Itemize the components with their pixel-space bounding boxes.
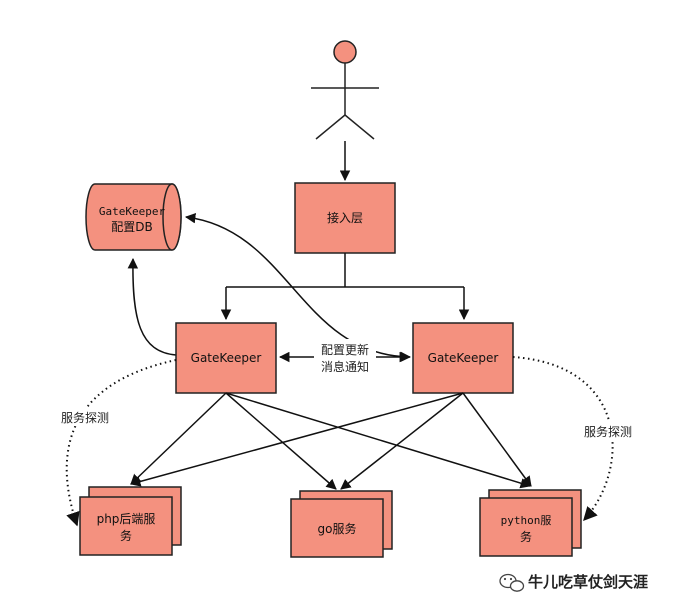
gatekeeper-left-label: GateKeeper: [191, 351, 262, 365]
php-service-node: php后端服 务: [79, 486, 182, 556]
person-icon: [333, 40, 357, 64]
python-service-label-line1: python服: [501, 514, 552, 527]
config-db-node: GateKeeper 配置DB: [85, 183, 182, 251]
config-notify-label-line1: 配置更新: [321, 342, 369, 357]
watermark: 牛儿吃草仗剑天涯: [499, 573, 648, 592]
gatekeeper-right-node: GateKeeper: [412, 322, 514, 394]
gatekeeper-left-node: GateKeeper: [175, 322, 277, 394]
config-notify-label-line2: 消息通知: [321, 359, 369, 374]
watermark-text: 牛儿吃草仗剑天涯: [528, 573, 648, 591]
edges-gatekeepers-to-services: [129, 392, 532, 490]
edge-gatekeeper-left-to-db: [127, 257, 177, 356]
probe-left-label: 服务探测: [61, 410, 109, 425]
user-actor: [311, 40, 379, 140]
go-service-node: go服务: [290, 490, 393, 558]
access-layer-node: 接入层: [294, 182, 396, 254]
probe-right-label: 服务探测: [584, 424, 632, 439]
config-db-label-line2: 配置DB: [111, 220, 152, 234]
access-layer-label: 接入层: [327, 210, 363, 225]
edge-probe-left: [65, 359, 177, 527]
config-db-label-line1: GateKeeper: [99, 205, 166, 218]
php-service-label-line2: 务: [120, 528, 132, 543]
edge-access-to-gatekeepers: [220, 253, 470, 321]
go-service-label: go服务: [318, 521, 357, 536]
gatekeeper-right-label: GateKeeper: [428, 351, 499, 365]
python-service-node: python服 务: [479, 489, 582, 557]
php-service-label-line1: php后端服: [97, 512, 156, 526]
python-service-label-line2: 务: [520, 529, 532, 544]
wechat-icon: [499, 573, 525, 592]
